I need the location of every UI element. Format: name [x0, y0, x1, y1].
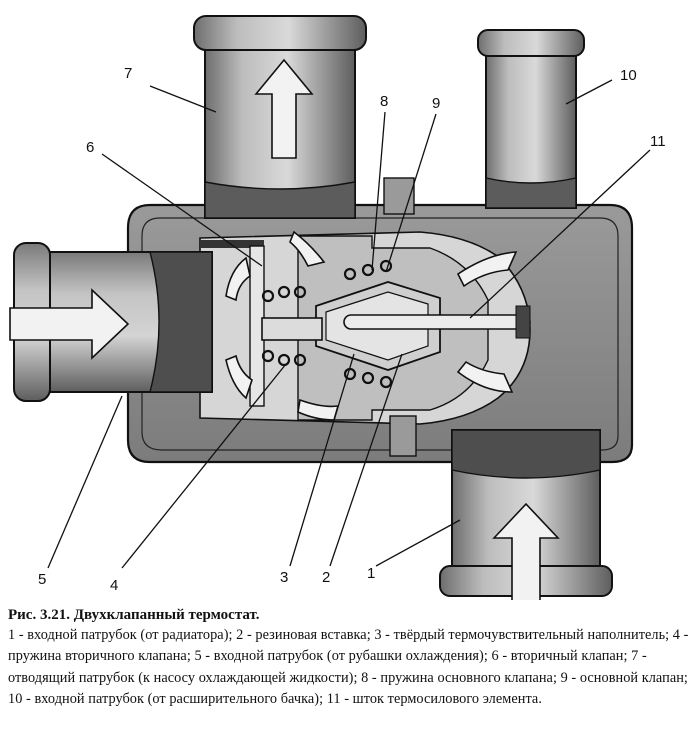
callout-5: 5 [38, 571, 46, 588]
thermostat-diagram: 1 2 3 4 5 6 7 8 9 10 11 [9, 15, 666, 600]
caption-body: 1 - входной патрубок (от радиатора); 2 -… [8, 627, 689, 707]
flow-arrow-down [254, 58, 314, 159]
leader-lines [47, 79, 651, 569]
figure-caption: Рис. 3.21. Двухклапанный термостат. 1 - … [8, 606, 690, 710]
callout-2: 2 [322, 569, 330, 586]
callout-1: 1 [367, 565, 375, 582]
callout-8: 8 [380, 93, 388, 110]
callout-10: 10 [620, 67, 637, 84]
callout-6: 6 [86, 139, 94, 156]
flow-arrow-right [9, 288, 130, 360]
caption-title: Рис. 3.21. Двухклапанный термостат. [8, 607, 260, 623]
callout-7: 7 [124, 65, 132, 82]
thermo-rod-11 [343, 305, 531, 339]
callout-3: 3 [280, 569, 288, 586]
callout-labels: 1 2 3 4 5 6 7 8 9 10 11 [38, 65, 666, 594]
flow-arrows [9, 58, 560, 600]
expansion-pipe-10 [477, 29, 585, 209]
callout-9: 9 [432, 95, 440, 112]
callout-4: 4 [110, 577, 118, 594]
secondary-valve-spring-4 [261, 285, 307, 367]
flow-arrow-up [492, 502, 560, 600]
callout-11: 11 [650, 133, 666, 150]
gasket-details [383, 177, 417, 457]
